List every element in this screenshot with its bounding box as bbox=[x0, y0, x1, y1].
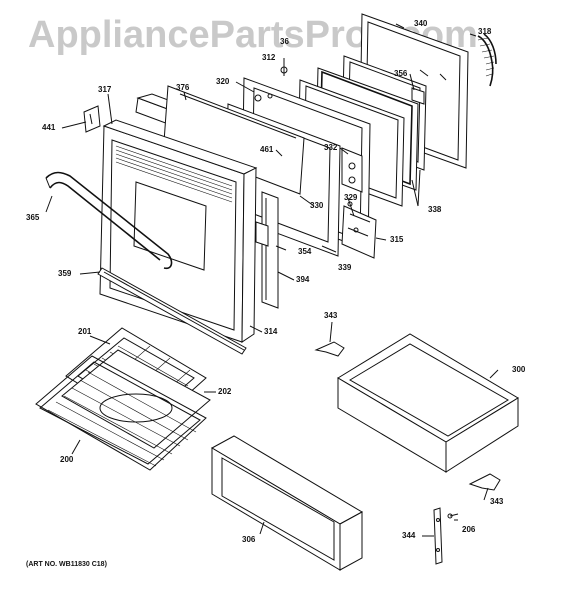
clip-329 bbox=[347, 201, 355, 217]
label-200: 200 bbox=[60, 455, 74, 464]
door-side-channel bbox=[255, 191, 279, 309]
oven-rack bbox=[35, 355, 207, 471]
door-handle bbox=[45, 171, 173, 270]
bracket-441 bbox=[83, 105, 101, 133]
label-354: 354 bbox=[298, 247, 312, 256]
door-hinge-332 bbox=[341, 147, 363, 193]
label-317: 317 bbox=[98, 85, 112, 94]
label-202: 202 bbox=[218, 387, 232, 396]
label-36: 36 bbox=[280, 37, 289, 46]
label-206: 206 bbox=[462, 525, 476, 534]
label-359: 359 bbox=[58, 269, 72, 278]
drawer-clip-343-upper bbox=[314, 341, 345, 357]
door-hinge-315 bbox=[341, 205, 377, 259]
label-201: 201 bbox=[78, 327, 92, 336]
storage-drawer bbox=[337, 333, 519, 473]
label-394: 394 bbox=[296, 275, 310, 284]
screw-206 bbox=[447, 513, 459, 519]
label-365: 365 bbox=[26, 213, 40, 222]
label-306: 306 bbox=[242, 535, 256, 544]
door-frame-376 bbox=[135, 85, 305, 195]
screw-312 bbox=[280, 64, 288, 76]
label-314: 314 bbox=[264, 327, 278, 336]
label-320: 320 bbox=[216, 77, 230, 86]
drawer-rail bbox=[433, 507, 443, 565]
label-339: 339 bbox=[338, 263, 352, 272]
label-330: 330 bbox=[310, 201, 324, 210]
label-343-upper: 343 bbox=[324, 311, 338, 320]
door-gasket-coil bbox=[477, 33, 497, 87]
label-329: 329 bbox=[344, 193, 358, 202]
label-441: 441 bbox=[42, 123, 56, 132]
art-number: (ART NO. WB11830 C18) bbox=[26, 561, 107, 568]
label-332: 332 bbox=[324, 143, 338, 152]
label-315: 315 bbox=[390, 235, 404, 244]
label-356: 356 bbox=[394, 69, 408, 78]
label-344: 344 bbox=[402, 531, 416, 540]
label-300: 300 bbox=[512, 365, 526, 374]
label-461: 461 bbox=[260, 145, 274, 154]
label-312: 312 bbox=[262, 53, 276, 62]
label-318: 318 bbox=[478, 27, 492, 36]
label-376: 376 bbox=[176, 83, 190, 92]
label-343-lower: 343 bbox=[490, 497, 504, 506]
label-340: 340 bbox=[414, 19, 428, 28]
leader-lines bbox=[45, 23, 499, 537]
drawer-clip-343-lower bbox=[468, 473, 501, 491]
drawer-front-panel bbox=[210, 435, 364, 571]
label-338: 338 bbox=[428, 205, 442, 214]
part-number-labels: 340 318 36 312 356 320 376 317 441 461 3… bbox=[26, 19, 526, 544]
